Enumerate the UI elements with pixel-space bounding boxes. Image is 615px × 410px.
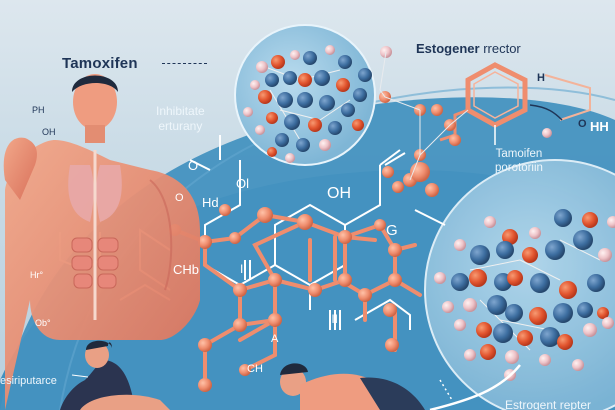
chem-ch-left: CHb <box>173 262 200 277</box>
athlete-right-figure <box>280 363 425 410</box>
muscular-man-figure <box>3 74 200 410</box>
chem-h-right: H <box>537 72 545 84</box>
inhibit-line-1: Inhibitate <box>156 104 205 118</box>
tamoxifen-protein-label: Tamoifen porotoriin <box>495 147 543 175</box>
resistance-label: esiriputarce <box>0 375 57 387</box>
inhibit-line-2: erturany <box>158 119 203 133</box>
title-leader-line <box>162 63 207 64</box>
chem-a-label: A <box>271 333 279 345</box>
chem-oh-mid: Ol <box>236 176 249 191</box>
chem-ch-bottom: CH <box>247 363 263 375</box>
chem-iii-label: III <box>328 312 339 326</box>
chem-hro: Hr° <box>30 270 44 280</box>
bottom-molecule-sphere <box>424 159 615 410</box>
chem-ph: PH <box>32 105 45 115</box>
salmon-atoms <box>169 46 552 392</box>
tamoxifen-title: Tamoxifen <box>62 55 138 72</box>
estrogen-receptor-bold: Estogener <box>416 41 480 56</box>
chem-o-left: O <box>188 158 199 173</box>
tamoxifen-protein-line-1: Tamoifen <box>495 148 543 160</box>
chem-ii-label: II <box>240 262 247 276</box>
chem-o-small: O <box>175 192 184 204</box>
estrogen-receptor-label: Estogener rrector <box>416 41 521 56</box>
chem-oh-center: OH <box>327 185 351 202</box>
tamoxifen-protein-line-2: porotoriin <box>495 162 543 174</box>
estrogen-receptor-thin: rrector <box>483 41 521 56</box>
chem-hh-right: HH <box>590 119 609 134</box>
chem-hd: Hd <box>202 195 219 210</box>
estrogen-receptor-bottom-label: Estrogent repter <box>505 398 592 410</box>
chem-oh-top-left: OH <box>42 127 56 137</box>
chem-o-right: O <box>578 118 587 130</box>
inhibit-label: Inhibitate erturany <box>156 104 205 134</box>
top-molecule-sphere <box>234 24 376 166</box>
chem-ob: Ob° <box>35 318 51 328</box>
chem-g-right: G <box>386 222 398 239</box>
athlete-left-figure <box>60 340 170 410</box>
